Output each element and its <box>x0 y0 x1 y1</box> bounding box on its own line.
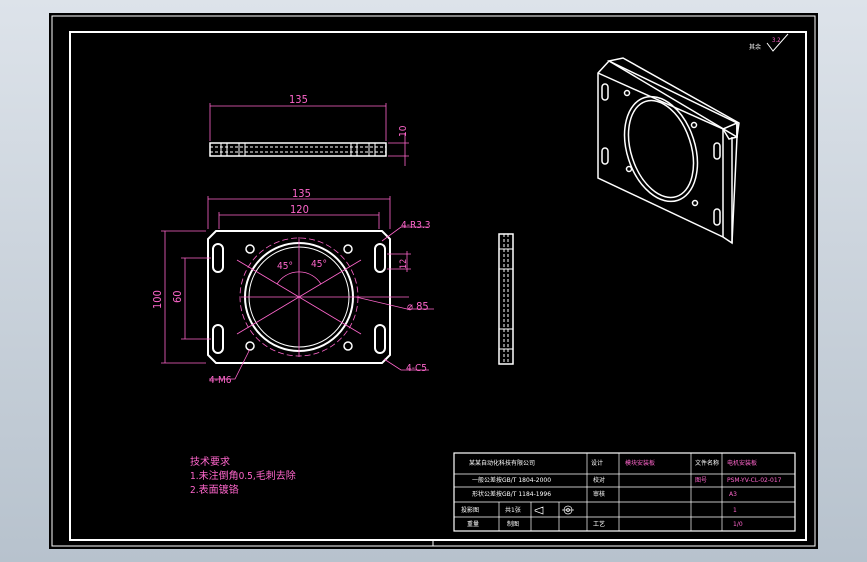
file-value: 电机安装板 <box>727 459 757 467</box>
code-label: 图号 <box>695 477 707 484</box>
cad-drawing: 其余 3.2 135 10 <box>51 15 816 547</box>
file-label: 文件名称 <box>695 459 719 467</box>
roughness-value: 3.2 <box>772 37 781 44</box>
qty-value: 1 <box>733 507 737 514</box>
projection-symbol-icon <box>534 505 574 515</box>
shape-tolerance: 形状公差按GB/T 1184-1996 <box>472 490 551 498</box>
company-name: 某某自动化科技有限公司 <box>469 459 535 467</box>
section-view <box>498 233 514 365</box>
dim-slot-length: 12 <box>399 259 409 269</box>
plan-view: 45° 45° 135 120 100 60 4-R3.3 12 ⌀ 85 4-… <box>151 187 434 386</box>
notes-line2: 2.表面镀铬 <box>190 483 239 496</box>
dim-plan-height: 100 <box>151 290 164 309</box>
dim-hole-spacing: 120 <box>290 203 309 216</box>
sheet-label: 共1张 <box>505 506 521 514</box>
check-label: 校对 <box>593 476 605 484</box>
notes-title: 技术要求 <box>190 455 230 468</box>
process-label: 工艺 <box>593 520 605 528</box>
dim-angle-right: 45° <box>311 259 327 270</box>
audit-label: 审核 <box>593 490 605 498</box>
material-label: 设计 <box>591 459 603 467</box>
dim-slot-spacing: 60 <box>171 290 184 303</box>
dim-bore-diameter: ⌀ 85 <box>407 300 429 313</box>
side-view: 135 10 <box>209 93 409 166</box>
scale-value: A3 <box>729 491 737 498</box>
drawing-sheet: 其余 3.2 135 10 <box>49 13 818 549</box>
dim-plan-width: 135 <box>292 187 311 200</box>
material-value: 模块安装板 <box>625 459 655 467</box>
dim-side-thickness: 10 <box>398 125 409 137</box>
dim-side-width: 135 <box>289 93 308 106</box>
roughness-symbol: 其余 3.2 <box>749 33 789 52</box>
inner-border <box>69 31 807 541</box>
code-value: PSM-YV-CL-02-017 <box>727 477 782 484</box>
technical-notes: 技术要求 1.未注倒角0.5,毛刺去除 2.表面镀铬 <box>190 455 296 496</box>
designer-label: 制图 <box>507 520 519 528</box>
notes-line1: 1.未注倒角0.5,毛刺去除 <box>190 469 296 482</box>
dim-mount-holes: 4-M6 <box>209 375 232 386</box>
check-icon <box>766 33 789 52</box>
weight-label: 重量 <box>467 520 479 528</box>
general-tolerance: 一般公差按GB/T 1804-2000 <box>472 476 551 484</box>
dim-angle-left: 45° <box>277 261 293 272</box>
dim-chamfers: 4-C5 <box>406 363 427 374</box>
dim-corner-radius: 4-R3.3 <box>401 220 431 231</box>
isometric-view <box>597 57 740 245</box>
roughness-label: 其余 <box>749 43 761 51</box>
title-block: 某某自动化科技有限公司 一般公差按GB/T 1804-2000 形状公差按GB/… <box>453 452 796 532</box>
page-value: 1/0 <box>733 521 743 528</box>
projection-label: 投影图 <box>461 506 479 514</box>
